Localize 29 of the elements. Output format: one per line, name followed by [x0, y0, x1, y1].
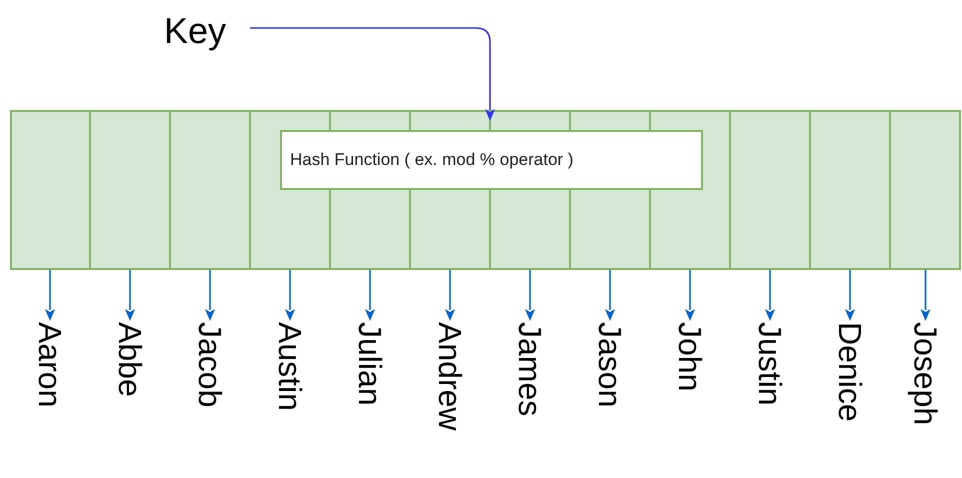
name-label: Jacob — [194, 322, 226, 408]
arrow — [205, 270, 215, 321]
name-label: Aaron — [34, 322, 66, 408]
arrow — [445, 270, 455, 321]
arrow — [365, 270, 375, 321]
arrow — [285, 270, 295, 321]
arrow — [920, 270, 930, 321]
name-label: Austin — [274, 322, 306, 411]
name-label: Abbe — [114, 322, 146, 397]
name-label: Jason — [594, 322, 626, 408]
function-label: Hash Function ( ex. mod % operator ) — [290, 149, 574, 172]
arrow — [250, 27, 495, 121]
name-label: Andrew — [434, 322, 466, 430]
arrow — [605, 270, 615, 321]
arrow — [45, 270, 55, 321]
name-label: Denice — [834, 322, 866, 422]
arrow — [685, 270, 695, 321]
name-label: Joseph — [910, 322, 942, 426]
arrow — [525, 270, 535, 321]
arrow — [125, 270, 135, 321]
key-label: Key — [164, 13, 226, 49]
name-label: Julian — [354, 322, 386, 406]
hash-table-array — [10, 110, 961, 270]
hash-function-box — [280, 130, 703, 190]
name-label: John — [674, 322, 706, 392]
name-label: James — [514, 322, 546, 416]
arrow — [845, 270, 855, 321]
name-label: Justin — [754, 322, 786, 406]
arrow — [765, 270, 775, 321]
